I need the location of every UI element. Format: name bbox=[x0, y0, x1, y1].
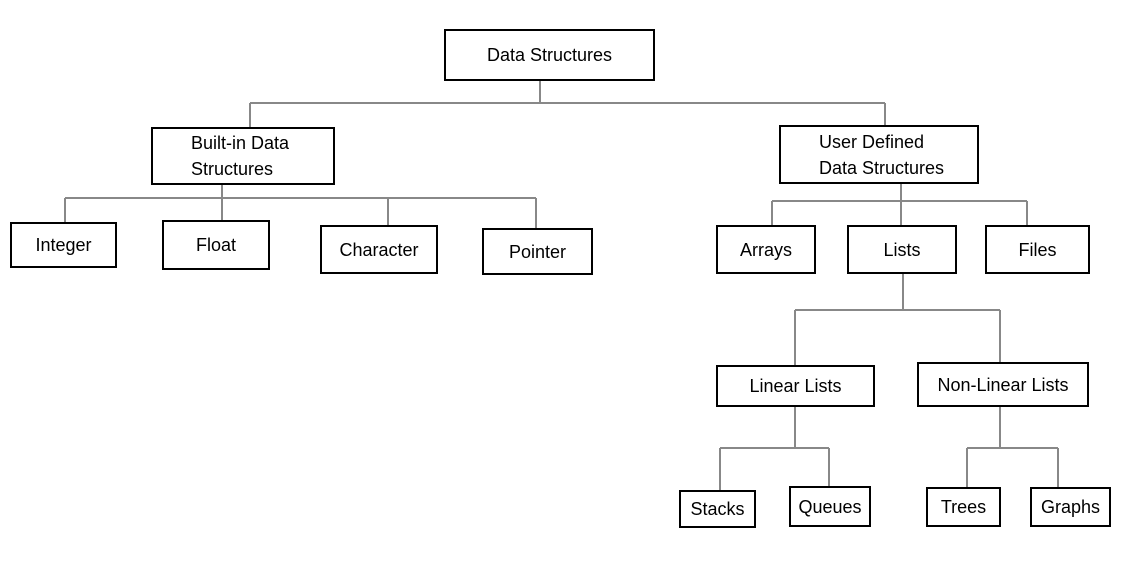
node-queues-label: Queues bbox=[798, 496, 862, 517]
node-built-in-data-structures-label: Built-in Data Structures bbox=[191, 133, 290, 179]
node-files: Files bbox=[985, 225, 1090, 274]
node-pointer: Pointer bbox=[482, 228, 593, 275]
node-character-label: Character bbox=[339, 239, 419, 260]
node-trees: Trees bbox=[926, 487, 1001, 527]
node-user-defined-data-structures-label: User Defined Data Structures bbox=[819, 131, 945, 178]
node-trees-label: Trees bbox=[940, 497, 987, 517]
node-linear-lists: Linear Lists bbox=[716, 365, 875, 407]
node-lists: Lists bbox=[847, 225, 957, 274]
node-linear-lists-label: Linear Lists bbox=[749, 376, 842, 396]
node-float: Float bbox=[162, 220, 270, 270]
node-arrays: Arrays bbox=[716, 225, 816, 274]
node-integer-label: Integer bbox=[35, 235, 92, 255]
node-data-structures-label: Data Structures bbox=[486, 45, 613, 65]
node-graphs-label: Graphs bbox=[1040, 497, 1101, 517]
node-float-label: Float bbox=[195, 235, 237, 255]
node-stacks-label: Stacks bbox=[690, 499, 745, 519]
node-lists-label: Lists bbox=[883, 239, 921, 260]
node-integer: Integer bbox=[10, 222, 117, 268]
node-queues: Queues bbox=[789, 486, 871, 527]
node-graphs: Graphs bbox=[1030, 487, 1111, 527]
node-stacks: Stacks bbox=[679, 490, 756, 528]
node-arrays-label: Arrays bbox=[739, 239, 792, 260]
node-pointer-label: Pointer bbox=[508, 241, 567, 262]
node-data-structures: Data Structures bbox=[444, 29, 655, 81]
node-non-linear-lists: Non-Linear Lists bbox=[917, 362, 1089, 407]
node-character: Character bbox=[320, 225, 438, 274]
node-user-defined-data-structures: User Defined Data Structures bbox=[779, 125, 979, 184]
node-non-linear-lists-label: Non-Linear Lists bbox=[937, 374, 1069, 395]
node-built-in-data-structures: Built-in Data Structures bbox=[151, 127, 335, 185]
node-files-label: Files bbox=[1018, 239, 1057, 260]
